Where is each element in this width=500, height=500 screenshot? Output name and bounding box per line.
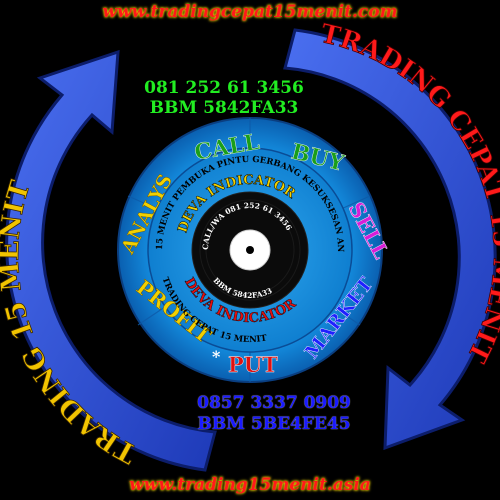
bottom-phone: 0857 3337 0909 xyxy=(197,393,351,413)
top-bbm: BBM 5842FA33 xyxy=(149,98,299,118)
segment-separator: * xyxy=(212,347,221,366)
top-url[interactable]: www.tradingcepat15menit.com xyxy=(102,2,398,22)
segment-put: PUT xyxy=(228,352,278,377)
top-phone: 081 252 61 3456 xyxy=(144,78,304,98)
bottom-url[interactable]: www.trading15menit.asia xyxy=(129,475,371,495)
bottom-bbm: BBM 5BE4FE45 xyxy=(197,414,351,434)
